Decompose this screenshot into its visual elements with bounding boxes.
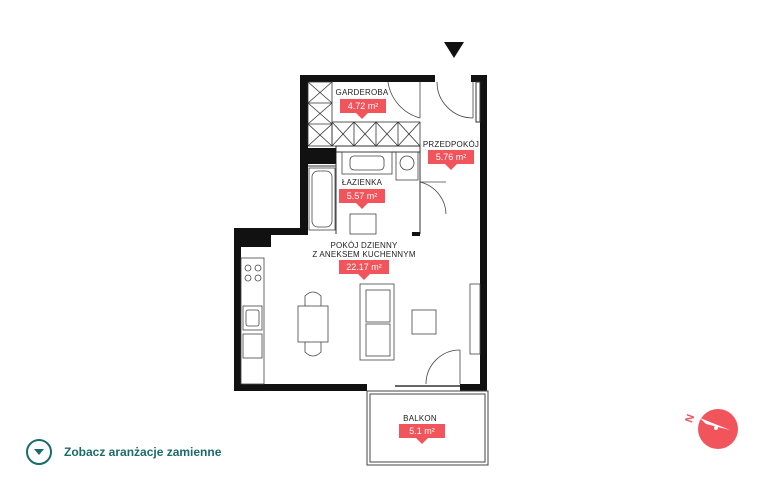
area-pokoj: 22.17 m² [346,262,382,272]
area-badge-lazienka [339,189,385,203]
room-name-pokoj-line2: Z ANEKSEM KUCHENNYM [312,250,416,259]
room-name-lazienka: ŁAZIENKA [342,178,383,187]
room-name-garderoba: GARDEROBA [336,88,389,97]
alt-layouts-icon-circle[interactable] [26,439,52,465]
area-balkon: 5.1 m² [409,426,435,436]
area-garderoba: 4.72 m² [348,101,379,111]
room-name-pokoj-line1: POKÓJ DZIENNY [330,241,398,250]
area-badge-przedpokoj [428,150,474,164]
alt-layouts-link[interactable]: Zobacz aranżacje zamienne [26,437,221,467]
room-name-balkon: BALKON [403,414,437,423]
area-badge-garderoba [340,99,386,113]
room-name-przedpokoj: PRZEDPOKÓJ [423,140,479,149]
compass-icon: N [683,409,738,449]
chevron-down-icon [34,449,44,455]
area-przedpokoj: 5.76 m² [436,152,467,162]
compass-north-label: N [683,413,697,425]
area-badge-balkon [399,424,445,438]
alt-layouts-label[interactable]: Zobacz aranżacje zamienne [64,445,222,459]
area-badge-pokoj [339,260,389,274]
entrance-arrow-icon [444,42,464,58]
area-lazienka: 5.57 m² [347,191,378,201]
